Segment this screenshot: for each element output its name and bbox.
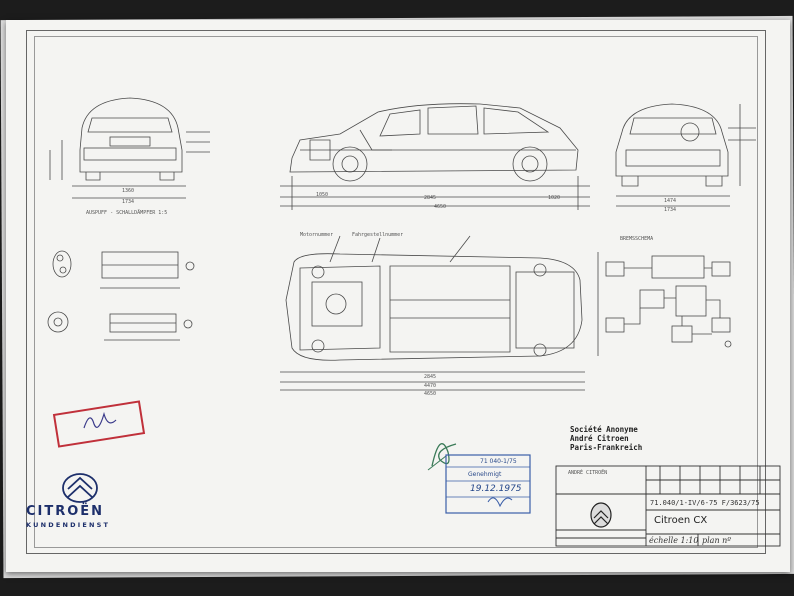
plan-dim-2845: 2845 <box>424 374 437 380</box>
brand-name: CITROËN <box>26 504 105 519</box>
exhaust-section-label: AUSPUFF - SCHALLDÄMPFER 1:5 <box>86 210 168 216</box>
drawing-plan-number: plan nº <box>702 536 732 545</box>
drawing-scale: échelle 1:10 <box>649 536 699 545</box>
side-view-drawing <box>280 103 590 210</box>
plan-dim-4470: 4470 <box>424 383 437 389</box>
sheet-border <box>26 30 766 554</box>
exhaust-drawing <box>47 250 195 341</box>
side-dim-1020: 1020 <box>548 195 561 201</box>
drawing-title: Citroen CX <box>654 515 708 526</box>
side-dim-4650: 4650 <box>434 204 447 210</box>
red-signature-stamp <box>52 400 146 448</box>
sheet-inner-border <box>34 36 758 548</box>
plan-view-drawing <box>280 235 585 391</box>
stamp-header: 71 040-1/75 <box>480 458 517 465</box>
motor-number-label: Motornummer <box>300 232 334 238</box>
plan-dim-4650: 4650 <box>424 391 437 397</box>
front-dim-1734: 1734 <box>664 207 677 213</box>
company-line-1: Société Anonyme <box>570 425 638 434</box>
brand-subtitle: KUNDENDIENST <box>26 521 111 529</box>
brake-diagram-drawing <box>597 252 732 356</box>
drawing-number: 71.040/1-IV/6-75 F/3623/75 <box>650 499 760 507</box>
rear-dim-1734: 1734 <box>122 199 135 205</box>
brand-chevron-logo <box>62 473 98 503</box>
front-dim-1474: 1474 <box>664 198 677 204</box>
company-line-2: André Citroen <box>570 434 629 443</box>
title-block-logo <box>590 502 612 528</box>
rear-view-drawing <box>49 97 210 199</box>
side-dim-2845: 2845 <box>424 195 437 201</box>
company-block: Société Anonyme André Citroen Paris-Fran… <box>570 425 642 452</box>
approval-stamp-box <box>445 454 531 514</box>
title-block-company: ANDRÉ CITROËN <box>568 470 608 476</box>
rear-dim-1360: 1360 <box>122 188 135 194</box>
stamp-label: Genehmigt <box>468 471 502 478</box>
front-view-drawing <box>615 103 756 207</box>
green-signature <box>427 443 457 471</box>
brake-section-label: BREMSSCHEMA <box>620 236 654 242</box>
side-dim-1050: 1050 <box>316 192 329 198</box>
title-block-lines <box>555 465 781 547</box>
stamp-date: 19.12.1975 <box>470 484 522 494</box>
chassis-number-label: Fahrgestellnummer <box>352 232 404 238</box>
company-line-3: Paris-Frankreich <box>570 443 643 452</box>
